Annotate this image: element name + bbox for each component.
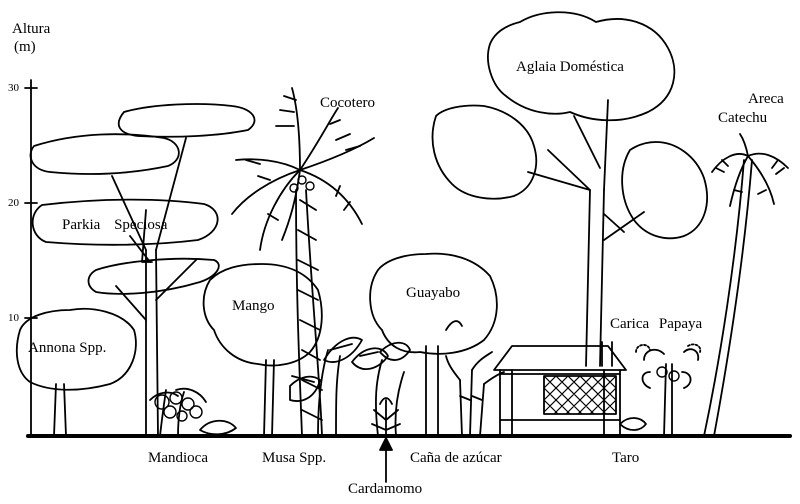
label-carica: Carica Papaya (610, 316, 703, 332)
label-areca-line2: Catechu (718, 110, 768, 126)
label-musa: Musa Spp. (262, 450, 327, 466)
cana-de-azucar (445, 351, 505, 437)
annona-tree (15, 307, 137, 437)
tick-label-20: 20 (8, 197, 19, 209)
aglaia-tree (431, 11, 708, 367)
label-cocotero: Cocotero (320, 95, 375, 111)
tick-label-30: 30 (8, 82, 19, 94)
label-areca-line1: Areca (748, 91, 784, 107)
label-cana: Caña de azúcar (410, 450, 502, 466)
label-guayabo: Guayabo (406, 285, 461, 301)
carica-papaya (619, 343, 702, 437)
label-aglaia: Aglaia Doméstica (516, 59, 624, 75)
cocotero-palm (231, 87, 375, 437)
house (493, 345, 627, 437)
label-annona: Annona Spp. (28, 340, 107, 356)
axis-title-line1: Altura (12, 21, 51, 37)
label-taro: Taro (612, 450, 640, 466)
label-mandioca: Mandioca (148, 450, 208, 466)
label-parkia: Parkia Speciosa (62, 217, 168, 233)
mango-tree (202, 263, 323, 437)
mandioca-plant (149, 387, 237, 437)
axis-title-line2: (m) (14, 39, 36, 55)
parkia-tree (29, 103, 256, 437)
cardamomo-arrow-head (379, 437, 393, 451)
label-cardamomo: Cardamomo (348, 481, 423, 497)
musa-plants (289, 336, 411, 437)
tick-label-10: 10 (8, 312, 19, 324)
label-mango: Mango (232, 298, 275, 314)
areca-palm (703, 133, 789, 437)
cardamomo-plant (371, 397, 401, 437)
guayabo-tree (369, 252, 498, 437)
